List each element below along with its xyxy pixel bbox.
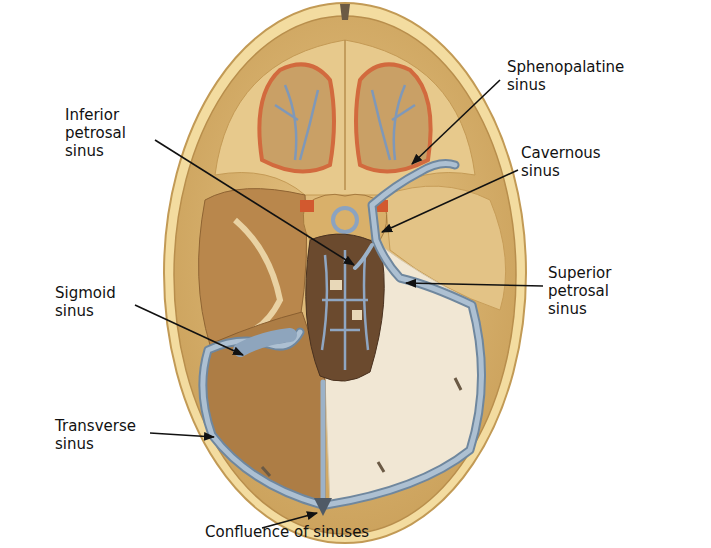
venous-sinuses-part — [321, 382, 326, 500]
leader-lines-part — [382, 170, 518, 232]
anterior-fossa-part — [372, 85, 415, 160]
venous-sinuses-part — [326, 164, 482, 505]
leader-lines-part — [150, 433, 214, 437]
posterior-fossa-part — [262, 378, 461, 476]
leader-lines-part — [406, 283, 543, 286]
skull-base — [164, 3, 526, 543]
middle-fossa-part — [235, 220, 280, 335]
anterior-fossa — [215, 40, 475, 195]
structure-label: Superior petrosal sinus — [548, 264, 628, 318]
anterior-fossa-part — [259, 64, 334, 171]
posterior-fossa — [203, 234, 481, 505]
anterior-fossa-part — [215, 40, 475, 195]
structure-label: Transverse sinus — [55, 417, 150, 453]
leader-lines — [135, 80, 543, 528]
posterior-fossa-part — [330, 280, 342, 290]
structure-label: Inferior petrosal sinus — [65, 106, 139, 160]
anterior-fossa-part — [344, 40, 346, 190]
posterior-fossa-part — [352, 310, 362, 320]
leader-lines-part — [155, 140, 354, 265]
venous-sinuses-part — [355, 245, 372, 268]
venous-sinuses-part — [203, 332, 322, 505]
posterior-fossa-part — [306, 234, 384, 381]
middle-fossa-part — [333, 208, 357, 232]
venous-sinuses — [203, 164, 482, 516]
middle-fossa-part — [300, 200, 314, 212]
skull-base-part — [164, 3, 526, 543]
venous-sinuses-part — [203, 332, 322, 505]
structure-label: Confluence of sinuses — [205, 523, 435, 541]
structure-label: Sigmoid sinus — [55, 284, 133, 320]
anterior-fossa-part — [356, 64, 431, 171]
posterior-fossa-part — [203, 312, 325, 505]
structure-label: Sphenopalatine sinus — [507, 58, 637, 94]
leader-lines-part — [412, 80, 500, 164]
structure-label: Cavernous sinus — [521, 144, 621, 180]
anterior-fossa-part — [275, 85, 318, 160]
skull-base-part — [340, 4, 350, 20]
leader-lines-part — [135, 305, 243, 355]
venous-sinuses-part — [326, 164, 482, 505]
skull-base-part — [174, 16, 516, 534]
venous-sinuses-part — [240, 335, 290, 350]
posterior-fossa-part — [322, 250, 368, 370]
